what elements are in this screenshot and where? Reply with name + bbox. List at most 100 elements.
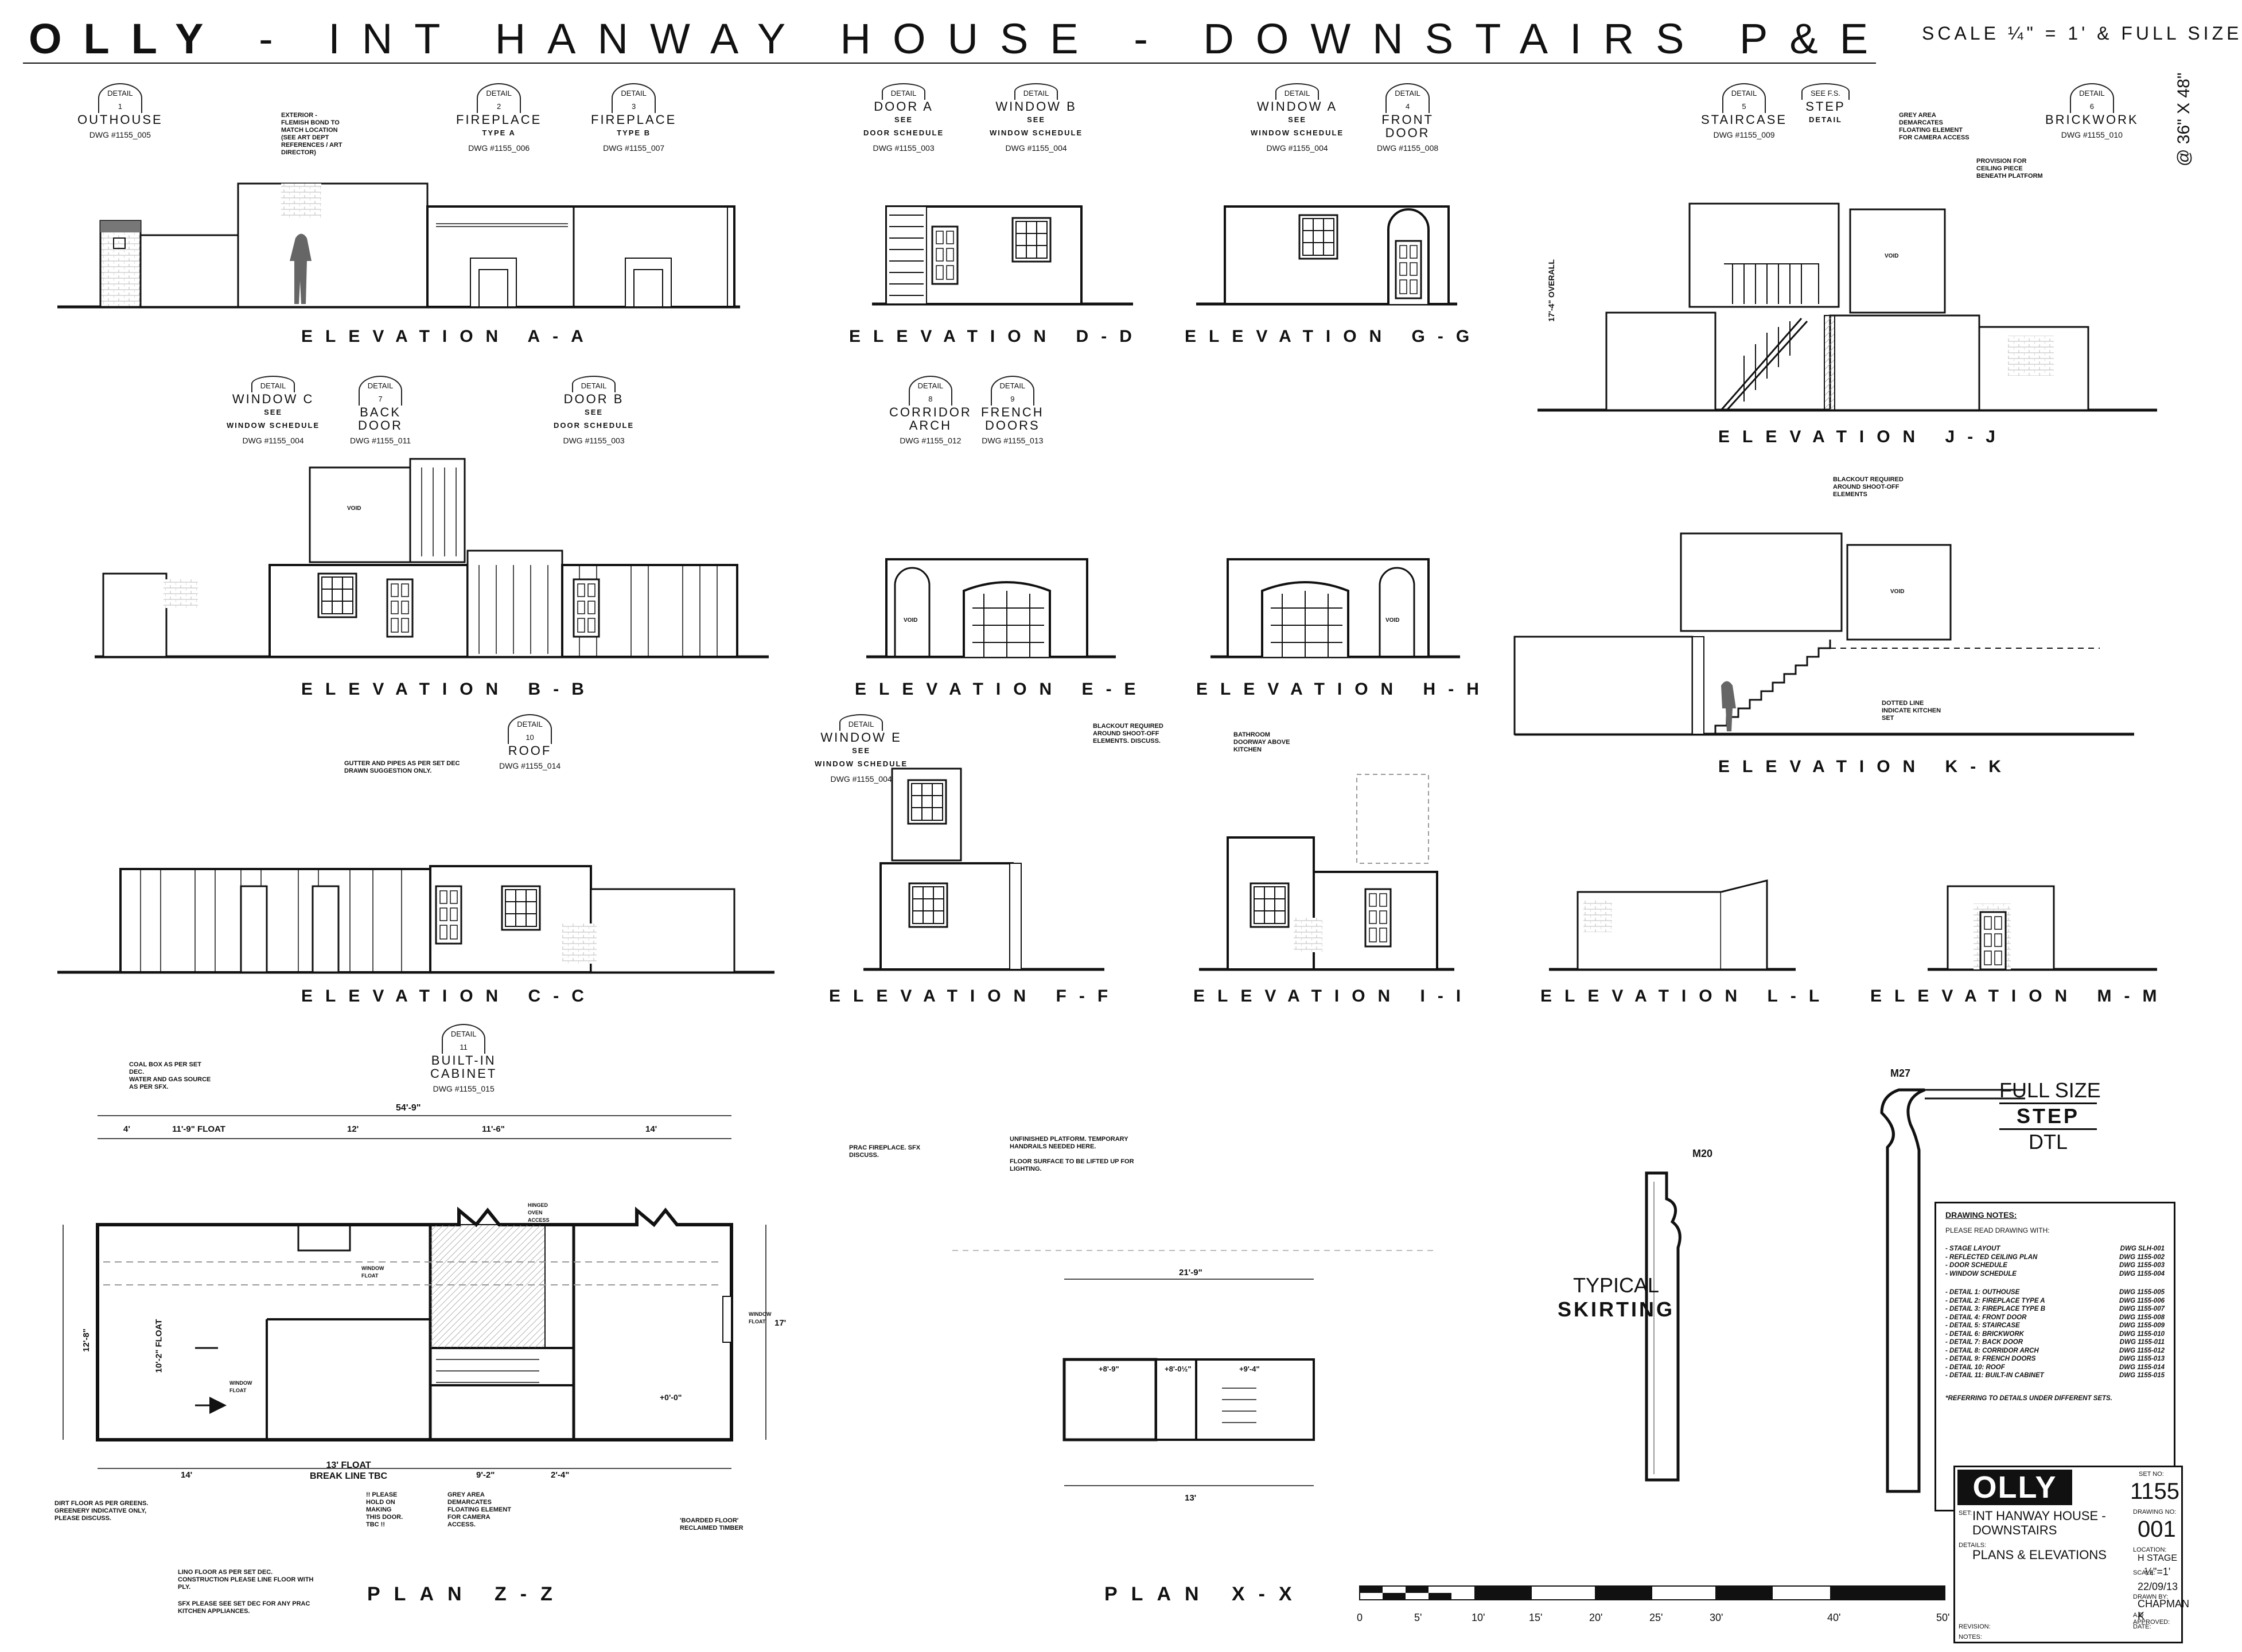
label-elevation-gg: ELEVATION G-G: [1185, 327, 1482, 346]
note-lino: LINO FLOOR AS PER SET DEC. CONSTRUCTION …: [178, 1569, 314, 1591]
dim-xx-level-3: +9'-4": [1239, 1365, 1260, 1373]
tb-approved-label: A.D APPROVED:: [2133, 1612, 2170, 1626]
detail-item: - DETAIL 2: FIREPLACE TYPE A: [1945, 1297, 2045, 1304]
note-exterior: EXTERIOR - FLEMISH BOND TO MATCH LOCATIO…: [281, 112, 342, 156]
skirting-moulding-ref: M20: [1692, 1148, 1713, 1159]
dim-zz-float: 10'-2" FLOAT: [154, 1319, 164, 1373]
plan-xx-drawing: [952, 1250, 1434, 1486]
dim-zz-top-3: 12': [347, 1124, 359, 1134]
note-void-hh: VOID: [1385, 617, 1400, 624]
scale-tick-10: 10': [1472, 1612, 1485, 1623]
detail-item: - DETAIL 4: FRONT DOOR: [1945, 1314, 2027, 1321]
label-elevation-aa: ELEVATION A-A: [301, 327, 596, 346]
scale-tick-40: 40': [1827, 1612, 1841, 1623]
title-brand: OLLY: [29, 15, 225, 63]
detail-dwg: DWG 1155-006: [2119, 1297, 2165, 1304]
note-gutter: GUTTER AND PIPES AS PER SET DEC DRAWN SU…: [344, 760, 460, 774]
elevation-cc-drawing: [57, 865, 774, 974]
title-rest: - INT HANWAY HOUSE - DOWNSTAIRS P&E: [259, 15, 1890, 63]
step-detail-label: FULL SIZE STEP DTL: [1999, 1078, 2101, 1154]
detail-dwg: DWG 1155-015: [2119, 1372, 2165, 1379]
elevation-aa-drawing: [57, 182, 740, 309]
elevation-ii-drawing: [1199, 774, 1454, 971]
tb-set-no-label: SET NO:: [2139, 1471, 2164, 1478]
elevation-kk-drawing: [1513, 532, 2134, 736]
drawing-notes-intro: PLEASE READ DRAWING WITH:: [1945, 1226, 2050, 1234]
note-bathroom: BATHROOM DOORWAY ABOVE KITCHEN: [1233, 731, 1290, 753]
label-elevation-ll: ELEVATION L-L: [1540, 987, 1832, 1006]
dim-zz-right: 17': [774, 1318, 787, 1328]
note-void-kk: VOID: [1890, 589, 1905, 595]
elevation-ee-drawing: [866, 558, 1116, 659]
callout-door-a: DETAIL DOOR A SEE DOOR SCHEDULE DWG #115…: [863, 83, 944, 155]
tb-set-name: INT HANWAY HOUSE - DOWNSTAIRS: [1972, 1509, 2106, 1537]
tb-location: H STAGE: [2138, 1553, 2178, 1563]
detail-item: - DETAIL 10: ROOF: [1945, 1363, 2005, 1371]
callout-step-detail: SEE F.S. STEP DETAIL: [1801, 83, 1850, 126]
label-elevation-jj: ELEVATION J-J: [1718, 427, 2008, 446]
step-profile: [1880, 1088, 2025, 1493]
label-elevation-ee: ELEVATION E-E: [855, 680, 1149, 699]
dim-zz-top-4: 11'-6": [482, 1124, 505, 1134]
callout-window-b: DETAIL WINDOW B SEE WINDOW SCHEDULE DWG …: [990, 83, 1083, 155]
ref-dwg: DWG 1155-004: [2119, 1270, 2165, 1277]
callout-window-a: DETAIL WINDOW A SEE WINDOW SCHEDULE DWG …: [1251, 83, 1344, 155]
label-elevation-hh: ELEVATION H-H: [1196, 680, 1492, 699]
scale-note: SCALE ¼" = 1' & FULL SIZE: [1922, 23, 2242, 44]
detail-dwg: DWG 1155-013: [2119, 1355, 2165, 1362]
scale-tick-5: 5': [1414, 1612, 1422, 1623]
label-elevation-mm: ELEVATION M-M: [1870, 987, 2170, 1006]
dim-zz-top-2: 11'-9" FLOAT: [172, 1124, 225, 1134]
note-dotted-k: DOTTED LINE INDICATE KITCHEN SET: [1882, 700, 1941, 722]
detail-item: - DETAIL 1: OUTHOUSE: [1945, 1289, 2020, 1296]
elevation-ff-drawing: [863, 767, 1104, 971]
note-window-float-1: WINDOW FLOAT: [361, 1265, 384, 1279]
callout-window-c: DETAIL WINDOW C SEE WINDOW SCHEDULE DWG …: [227, 376, 320, 447]
scale-bar-graphic: [1359, 1585, 1945, 1600]
detail-item: - DETAIL 11: BUILT-IN CABINET: [1945, 1372, 2044, 1379]
label-elevation-cc: ELEVATION C-C: [301, 987, 597, 1006]
detail-dwg: DWG 1155-008: [2119, 1314, 2165, 1321]
note-window-float-2: WINDOW FLOAT: [749, 1311, 772, 1324]
sheet-title: OLLY - INT HANWAY HOUSE - DOWNSTAIRS P&E: [29, 16, 1890, 62]
detail-dwg: DWG 1155-012: [2119, 1347, 2165, 1354]
elevation-jj-drawing: [1538, 202, 2157, 412]
dim-xx-level-2: +8'-0½": [1165, 1365, 1192, 1373]
tb-date: 22/09/13: [2138, 1581, 2178, 1592]
note-dirt-floor: DIRT FLOOR AS PER GREENS. GREENERY INDIC…: [55, 1500, 149, 1522]
callout-door-b: DETAIL DOOR B SEE DOOR SCHEDULE DWG #115…: [554, 376, 634, 447]
tb-location-label: LOCATION:: [2133, 1546, 2167, 1553]
dim-zz-level: +0'-0": [660, 1393, 682, 1402]
elevation-mm-drawing: [1928, 885, 2157, 971]
tb-drawing-no-label: DRAWING NO:: [2133, 1509, 2177, 1515]
dim-overall-j: 17'-4" OVERALL: [1546, 259, 1556, 322]
detail-row: - DETAIL 2: FIREPLACE TYPE A DWG 1155-006: [1945, 1297, 2165, 1306]
tb-revdate-label: DATE:: [2133, 1623, 2151, 1630]
detail-dwg: DWG 1155-009: [2119, 1322, 2165, 1329]
ref-item: - REFLECTED CEILING PLAN: [1945, 1253, 2038, 1261]
detail-dwg: DWG 1155-010: [2119, 1330, 2165, 1338]
note-window-float-3: WINDOW FLOAT: [229, 1380, 252, 1393]
title-block-logo: OLLY: [1957, 1470, 2072, 1505]
note-ceiling: PROVISION FOR CEILING PIECE BENEATH PLAT…: [1976, 158, 2043, 180]
note-void-bb: VOID: [347, 505, 361, 512]
tb-scale-label: SCALE:: [2133, 1569, 2156, 1576]
note-coal-box: COAL BOX AS PER SET DEC. WATER AND GAS S…: [129, 1061, 211, 1090]
note-hinged-oven: HINGED OVEN ACCESS: [528, 1202, 550, 1223]
ref-dwg: DWG SLH-001: [2120, 1245, 2165, 1252]
dim-xx-total: 21'-9": [1179, 1268, 1202, 1277]
